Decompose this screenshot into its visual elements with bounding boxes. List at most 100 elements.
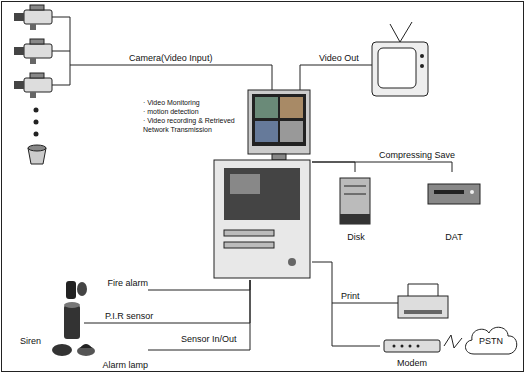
camera-icon	[24, 10, 52, 24]
alarm-lamp: Alarm lamp	[48, 340, 148, 370]
camera-wire	[70, 65, 272, 90]
connector-label: P.I.R sensor	[104, 311, 154, 321]
system-unit: · Video Monitoring· motion detection· Vi…	[140, 88, 312, 280]
disk-drive: Disk	[335, 172, 377, 242]
fire-alarm-icon	[66, 281, 76, 299]
camera-icon	[14, 13, 24, 21]
printer-icon	[398, 284, 448, 318]
signal-label: Video Out	[318, 53, 360, 63]
pc-unit	[230, 174, 260, 194]
printer-icon	[408, 284, 438, 296]
pc-unit	[224, 230, 274, 236]
camera-icon	[30, 73, 44, 78]
signal-label: Camera(Video Input)	[128, 53, 213, 63]
fire-alarm-icon	[66, 281, 87, 299]
printer-icon	[404, 310, 442, 314]
device-label: DAT	[445, 232, 462, 242]
camera-icon	[30, 92, 36, 98]
camera-icon	[30, 39, 44, 44]
disk-icon	[344, 186, 366, 187]
fire-alarm: Fire alarm	[60, 276, 148, 302]
camera-wire	[52, 17, 70, 18]
camera-icon	[30, 24, 36, 30]
modem-icon	[384, 340, 440, 352]
camera-icon	[30, 5, 44, 10]
device-label: Fire alarm	[107, 278, 148, 288]
pc-unit	[224, 168, 300, 220]
fire-alarm-icon	[77, 282, 87, 296]
camera-wire	[52, 51, 70, 52]
camera-icon	[14, 47, 24, 55]
signal-label: Compressing Save	[378, 150, 456, 160]
alarm-lamp-icon	[80, 344, 92, 348]
ellipsis-dots	[34, 108, 39, 137]
camera-icon	[30, 58, 36, 64]
dome-camera-icon	[28, 145, 46, 164]
siren-icon	[64, 302, 80, 339]
siren-icon	[64, 302, 80, 308]
camera-icon	[14, 81, 24, 89]
pc-unit	[288, 258, 296, 266]
connector-line	[312, 162, 452, 172]
function-note: · motion detection	[143, 107, 199, 116]
monitor-icon	[252, 94, 306, 146]
camera-icon	[14, 39, 52, 64]
camera-icon	[24, 78, 52, 92]
print-wire	[332, 303, 398, 304]
disk-icon	[344, 194, 366, 195]
modem-icon	[417, 345, 420, 348]
camera-wire	[70, 17, 71, 85]
monitor-icon	[280, 97, 303, 118]
connector-line	[148, 280, 250, 290]
printer-icon	[398, 296, 448, 318]
dome-camera-icon	[28, 145, 46, 151]
device-label: Alarm lamp	[102, 360, 148, 370]
disk-icon	[340, 178, 370, 224]
camera-wire	[52, 85, 70, 86]
connector-line	[148, 280, 250, 350]
camera-icon	[14, 5, 52, 30]
disk-icon	[340, 178, 370, 224]
modem-icon	[409, 345, 412, 348]
camera-icon	[14, 73, 52, 98]
pc-unit	[214, 160, 310, 278]
monitor-icon	[248, 90, 310, 154]
function-note: · Video Monitoring	[143, 98, 200, 107]
dat-icon	[428, 184, 480, 204]
ellipsis-dots	[34, 132, 39, 137]
video-out-wire	[300, 65, 372, 90]
siren-icon	[64, 305, 80, 339]
monitor-icon	[255, 97, 278, 118]
device-label: Siren	[20, 336, 41, 346]
signal-label: Sensor In/Out	[180, 334, 238, 344]
dat-icon	[470, 190, 474, 194]
tv-icon	[400, 22, 412, 42]
function-note: · Video recording & Retrieved Network Tr…	[143, 116, 247, 134]
alarm-lamp-icon	[52, 344, 95, 356]
tv-icon	[372, 42, 428, 96]
tv-icon	[372, 22, 428, 96]
signal-label: Print	[340, 291, 361, 301]
cloud-outline	[465, 327, 516, 354]
connector-line	[444, 335, 462, 348]
modem-icon	[401, 345, 404, 348]
pstn-cloud: PSTN	[462, 322, 520, 360]
ellipsis-dots	[34, 120, 39, 125]
disk-icon	[340, 214, 370, 224]
tv-icon	[378, 48, 416, 88]
device-label: Modem	[397, 358, 427, 368]
tv-icon	[390, 24, 400, 42]
device-label: PSTN	[479, 336, 503, 346]
dat-drive: DAT	[424, 172, 484, 242]
tv-icon	[420, 54, 424, 58]
modem-icon	[384, 340, 440, 352]
connector-line	[312, 262, 380, 346]
modem-icon	[393, 345, 396, 348]
modem: Modem	[380, 336, 444, 368]
pc-unit	[224, 242, 274, 248]
device-label: Disk	[347, 232, 365, 242]
